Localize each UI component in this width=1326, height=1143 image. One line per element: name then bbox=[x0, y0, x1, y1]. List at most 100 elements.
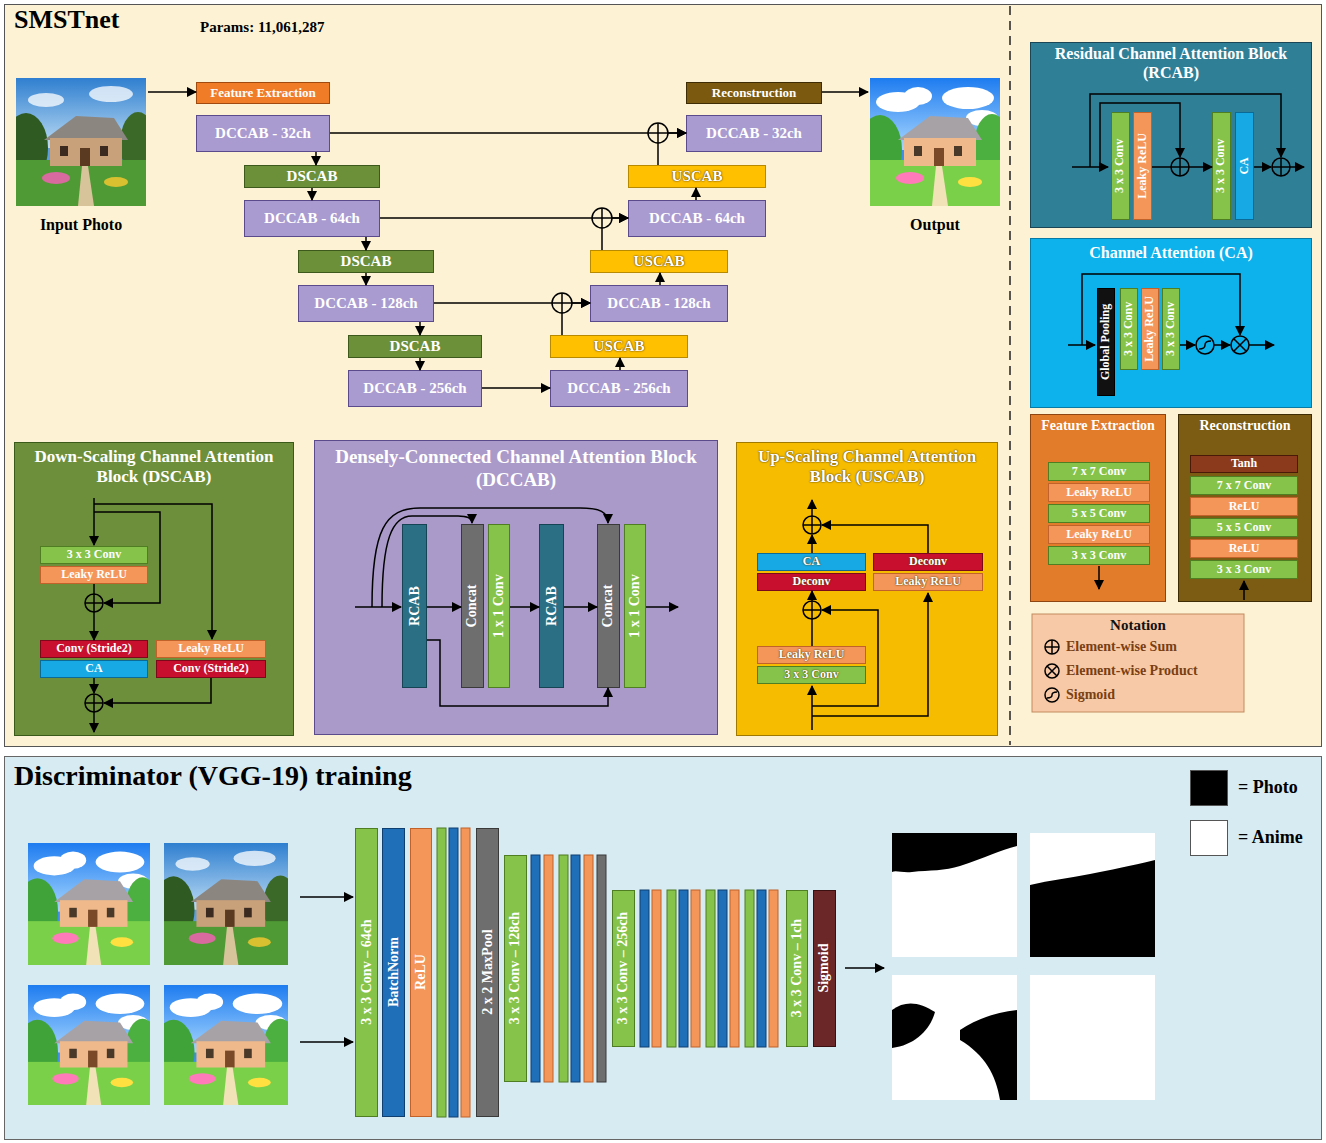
node-label: 7 x 7 Conv bbox=[1072, 465, 1126, 479]
layer-box: DSCAB bbox=[298, 250, 434, 273]
layer-box: Global Pooling bbox=[1097, 288, 1115, 396]
layer-box: USCAB bbox=[590, 250, 728, 273]
panel: SMSTnetParams: 11,061,287Input PhotoFeat… bbox=[4, 4, 1322, 747]
sum-symbol bbox=[552, 293, 572, 313]
layer-box: USCAB bbox=[550, 335, 688, 358]
layer-bar bbox=[559, 855, 568, 1082]
text-slot: Element-wise Product bbox=[1066, 663, 1198, 679]
layer-box: RCAB bbox=[402, 524, 427, 688]
layer-box: Leaky ReLU bbox=[1141, 288, 1159, 370]
node-label: Output bbox=[910, 216, 960, 234]
wire bbox=[355, 606, 401, 608]
sum-symbol bbox=[1272, 158, 1290, 176]
node-label: DSCAB bbox=[341, 253, 392, 270]
wire bbox=[1249, 344, 1274, 346]
text-slot: Element-wise Sum bbox=[1066, 639, 1177, 655]
segmentation-mask bbox=[892, 833, 1017, 872]
layer-bar bbox=[691, 890, 700, 1047]
wire bbox=[372, 508, 608, 607]
node-label: ReLU bbox=[413, 955, 429, 991]
connector bbox=[311, 188, 313, 200]
node-label: RCAB bbox=[543, 586, 559, 626]
node-label: 3 x 3 Conv – 64ch bbox=[358, 920, 374, 1025]
photo-illustration bbox=[153, 843, 298, 965]
legend-text: Element-wise Product bbox=[1066, 663, 1198, 679]
text-slot: Discriminator (VGG-19) training bbox=[14, 760, 714, 792]
node-label: USCAB bbox=[672, 168, 723, 185]
node-label: ReLU bbox=[1229, 542, 1260, 556]
connector bbox=[482, 387, 550, 389]
product-symbol bbox=[1234, 339, 1246, 351]
panel: Down-Scaling Channel Attention Block (DS… bbox=[14, 442, 294, 736]
photo-illustration bbox=[153, 985, 298, 1105]
wire bbox=[94, 504, 212, 639]
sum-symbol bbox=[592, 208, 612, 228]
sum-symbol bbox=[85, 123, 1290, 712]
layer-box: Concat bbox=[597, 524, 620, 688]
node-label: 2 x 2 MaxPool bbox=[479, 930, 495, 1015]
node-label: Deconv bbox=[909, 555, 947, 569]
node-label: CA bbox=[803, 555, 820, 569]
wire bbox=[1072, 166, 1108, 168]
legend-text: Sigmoid bbox=[1066, 687, 1115, 703]
layer-box: Deconv bbox=[757, 573, 866, 591]
node-label: Deconv bbox=[793, 575, 831, 589]
product-symbol bbox=[1045, 336, 1249, 678]
node-label: Leaky ReLU bbox=[1066, 528, 1132, 542]
panel: Channel Attention (CA)Global Pooling3 x … bbox=[1030, 238, 1312, 408]
layer-box: Reconstruction bbox=[686, 82, 822, 104]
text-slot: Up-Scaling Channel Attention Block (USCA… bbox=[742, 447, 992, 488]
text-slot: Feature Extraction bbox=[1032, 418, 1164, 435]
text-slot: = Photo bbox=[1238, 777, 1298, 798]
panel: Residual Channel Attention Block (RCAB)3… bbox=[1030, 42, 1312, 228]
panel-title: Params: 11,061,287 bbox=[200, 19, 460, 36]
sum-symbol bbox=[85, 694, 103, 712]
divider-line bbox=[1009, 6, 1011, 745]
node-label: Feature Extraction bbox=[210, 86, 316, 101]
node-label: USCAB bbox=[594, 338, 645, 355]
layer-box: CA bbox=[757, 553, 866, 571]
node-label: DSCAB bbox=[287, 168, 338, 185]
sum-symbol bbox=[1272, 158, 1290, 176]
node-label: 3 x 3 Conv bbox=[1072, 549, 1126, 563]
wire bbox=[1243, 581, 1245, 600]
legend-swatch bbox=[1190, 770, 1228, 806]
wire bbox=[811, 500, 813, 516]
layer-bar bbox=[640, 890, 649, 1047]
connector bbox=[695, 188, 697, 200]
layer-box: 1 x 1 Conv bbox=[624, 524, 646, 688]
layer-box: DCCAB - 64ch bbox=[628, 200, 766, 237]
node-label: Leaky ReLU bbox=[178, 642, 244, 656]
layer-box: 3 x 3 Conv bbox=[757, 666, 866, 684]
layer-box: ReLU bbox=[1190, 539, 1298, 558]
connector bbox=[659, 273, 661, 285]
connector bbox=[315, 152, 317, 165]
wire bbox=[822, 525, 928, 553]
node-label: DSCAB bbox=[390, 338, 441, 355]
connector bbox=[1152, 166, 1212, 168]
wire bbox=[1100, 103, 1180, 167]
node-label: 3 x 3 Conv bbox=[1114, 139, 1128, 193]
panel-title: Reconstruction bbox=[1180, 418, 1310, 435]
segmentation-mask bbox=[892, 833, 1155, 1100]
node-label: DCCAB - 128ch bbox=[607, 295, 710, 312]
node-label: Leaky ReLU bbox=[1136, 133, 1150, 199]
sigmoid-symbol bbox=[1196, 336, 1214, 354]
connector bbox=[434, 302, 590, 304]
panel-title: Down-Scaling Channel Attention Block (DS… bbox=[20, 447, 288, 488]
connector bbox=[602, 218, 628, 250]
photo-illustration bbox=[858, 78, 1010, 206]
sum-symbol bbox=[648, 123, 668, 143]
layer-box: Sigmoid bbox=[813, 890, 836, 1047]
wire bbox=[646, 606, 678, 608]
layer-box: DSCAB bbox=[244, 165, 380, 188]
layer-box: Tanh bbox=[1190, 455, 1298, 473]
layer-bar bbox=[449, 828, 458, 1117]
segmentation-mask bbox=[892, 1003, 935, 1048]
wire bbox=[1214, 344, 1230, 346]
layer-bar bbox=[584, 855, 593, 1082]
layer-box: 3 x 3 Conv – 1ch bbox=[786, 890, 808, 1047]
wire bbox=[1068, 344, 1095, 346]
layer-box: DCCAB - 32ch bbox=[196, 115, 330, 152]
panel: Up-Scaling Channel Attention Block (USCA… bbox=[736, 442, 998, 736]
